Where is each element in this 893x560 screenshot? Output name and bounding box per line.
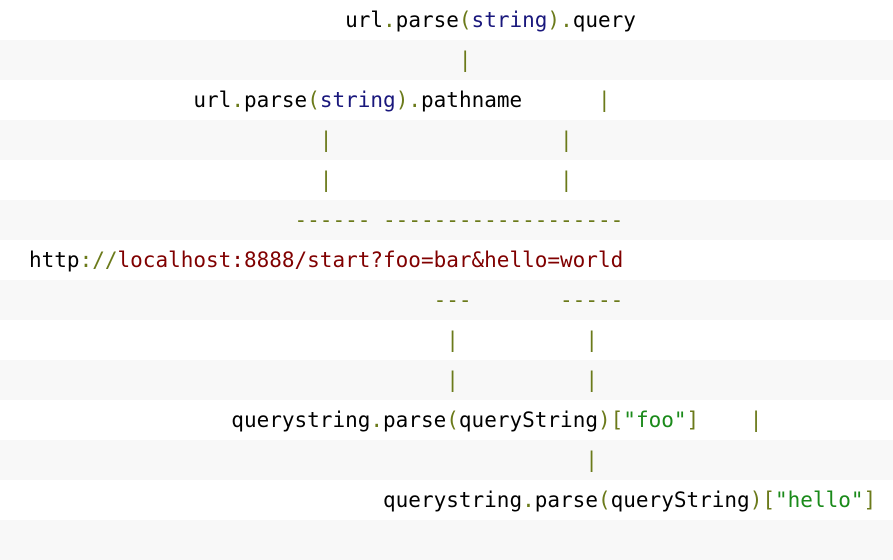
code-line: | | xyxy=(0,320,893,360)
code-token xyxy=(29,8,345,32)
code-token: | xyxy=(749,408,763,432)
code-token: ------------------- xyxy=(383,208,624,232)
code-token xyxy=(522,88,598,112)
code-token: string xyxy=(319,88,396,112)
code-token: | xyxy=(446,368,459,392)
code-token xyxy=(29,88,193,112)
code-token xyxy=(332,128,560,152)
code-token: . xyxy=(370,408,384,432)
code-token: | xyxy=(585,368,598,392)
code-line: querystring.parse(queryString)["foo"] | xyxy=(0,400,893,440)
code-token: ----- xyxy=(560,288,624,312)
code-token: | xyxy=(319,168,333,192)
code-token: --- xyxy=(433,288,472,312)
code-token: parse xyxy=(383,408,447,432)
code-token: ------ xyxy=(294,208,371,232)
code-line: url.parse(string).query xyxy=(0,0,893,40)
code-token: http xyxy=(29,248,80,272)
code-token xyxy=(29,368,446,392)
code-token: url xyxy=(345,8,384,32)
code-token xyxy=(29,448,585,472)
code-token: | xyxy=(446,328,459,352)
code-token xyxy=(29,168,320,192)
code-token: | xyxy=(585,448,598,472)
code-token: ] xyxy=(686,408,700,432)
code-token: [ xyxy=(762,488,776,512)
code-token: ) xyxy=(749,488,763,512)
code-token xyxy=(29,208,295,232)
code-token: ( xyxy=(446,408,459,432)
code-line: | xyxy=(0,40,893,80)
code-token xyxy=(370,208,383,232)
code-token: querystring xyxy=(383,488,523,512)
code-line: url.parse(string).pathname | xyxy=(0,80,893,120)
code-token: :// xyxy=(79,248,118,272)
code-token: | xyxy=(458,48,472,72)
code-token: ] xyxy=(863,488,877,512)
code-token: | xyxy=(560,168,573,192)
code-token: url xyxy=(193,88,232,112)
code-token xyxy=(699,408,750,432)
code-token xyxy=(29,128,320,152)
code-token: . xyxy=(560,8,573,32)
code-token: "foo" xyxy=(623,408,687,432)
code-token: string xyxy=(471,8,548,32)
code-token: parse xyxy=(243,88,308,112)
code-token xyxy=(29,48,446,72)
code-token: . xyxy=(231,88,244,112)
code-token: queryString xyxy=(610,488,750,512)
code-token: pathname xyxy=(421,88,523,112)
code-token: parse xyxy=(534,488,598,512)
code-token: . xyxy=(408,88,422,112)
code-token: query xyxy=(572,8,636,32)
code-line: | | xyxy=(0,120,893,160)
code-token xyxy=(332,168,560,192)
code-token: | xyxy=(319,128,333,152)
code-token: | xyxy=(585,328,598,352)
code-token: localhost:8888/start?foo=bar&hello=world xyxy=(117,248,624,272)
code-token xyxy=(459,328,585,352)
code-token: ) xyxy=(597,408,611,432)
code-line: | xyxy=(0,440,893,480)
code-token: . xyxy=(383,8,396,32)
code-token: ( xyxy=(597,488,611,512)
code-token xyxy=(472,288,561,312)
code-token xyxy=(29,488,383,512)
code-token: parse xyxy=(395,8,459,32)
code-token: | xyxy=(598,88,611,112)
code-line: http://localhost:8888/start?foo=bar&hell… xyxy=(0,240,893,280)
code-token xyxy=(446,48,459,72)
code-token xyxy=(29,288,434,312)
code-line xyxy=(0,520,893,560)
code-token: . xyxy=(522,488,535,512)
code-token xyxy=(29,408,231,432)
code-token: queryString xyxy=(458,408,598,432)
code-token: ) xyxy=(547,8,561,32)
code-token: ( xyxy=(307,88,320,112)
code-token: | xyxy=(560,128,573,152)
code-token: "hello" xyxy=(775,488,864,512)
code-line: querystring.parse(queryString)["hello"] xyxy=(0,480,893,520)
code-token: ( xyxy=(458,8,472,32)
code-token: querystring xyxy=(231,408,371,432)
code-token xyxy=(29,328,446,352)
code-token: ) xyxy=(395,88,409,112)
code-token: [ xyxy=(610,408,624,432)
code-line: | | xyxy=(0,360,893,400)
code-line: | | xyxy=(0,160,893,200)
code-line: --- ----- xyxy=(0,280,893,320)
code-line: ------ ------------------- xyxy=(0,200,893,240)
code-token xyxy=(459,368,585,392)
